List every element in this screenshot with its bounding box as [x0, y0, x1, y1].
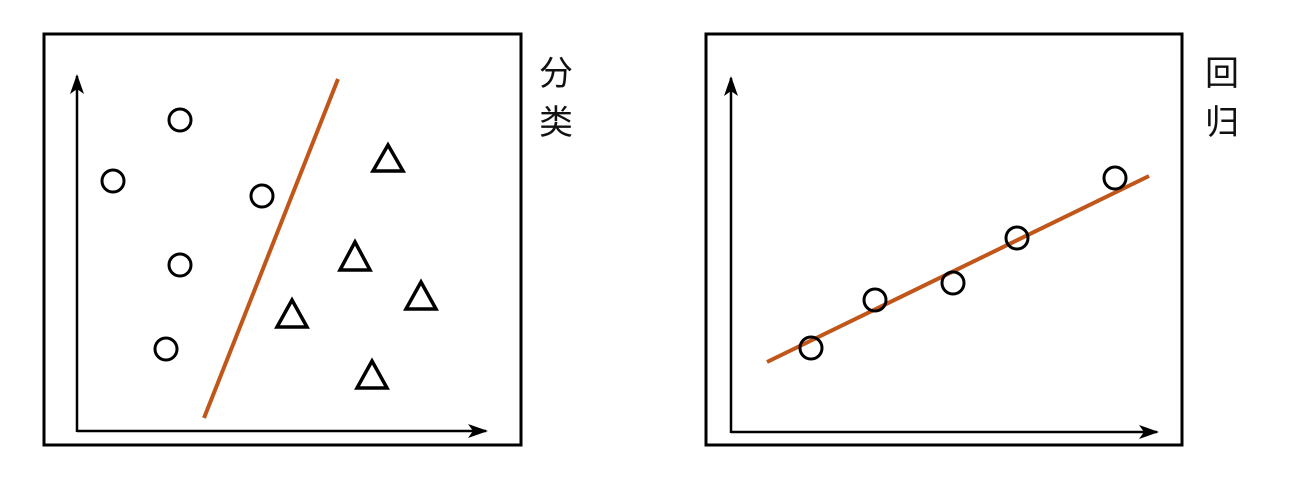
triangle-marker — [354, 357, 390, 390]
classification-panel: 分 类 — [42, 32, 573, 447]
circle-marker — [798, 335, 824, 361]
decision-boundary-line — [202, 78, 340, 419]
regression-panel: 回 归 — [704, 32, 1239, 447]
circle-marker — [100, 168, 126, 194]
classification-title-char-1: 分 — [539, 54, 573, 94]
circle-marker — [153, 336, 179, 362]
circle-marker — [1102, 165, 1128, 191]
regression-points — [798, 165, 1128, 361]
circle-marker — [167, 107, 193, 133]
regression-title-char-1: 回 — [1205, 54, 1239, 94]
circle-marker — [167, 252, 193, 278]
class-triangles — [274, 141, 439, 390]
regression-fit-line — [766, 174, 1150, 364]
class-circles — [100, 107, 275, 362]
circle-marker — [1004, 225, 1030, 251]
triangle-marker — [403, 278, 439, 311]
triangle-marker — [337, 238, 373, 272]
regression-frame — [704, 32, 1184, 447]
classification-frame — [42, 32, 523, 447]
circle-marker — [940, 270, 966, 296]
circle-marker — [862, 287, 888, 313]
triangle-marker — [369, 141, 407, 173]
circle-marker — [249, 183, 275, 209]
triangle-marker — [274, 296, 310, 329]
regression-title-char-2: 归 — [1205, 103, 1239, 143]
classification-title-char-2: 类 — [539, 103, 573, 143]
